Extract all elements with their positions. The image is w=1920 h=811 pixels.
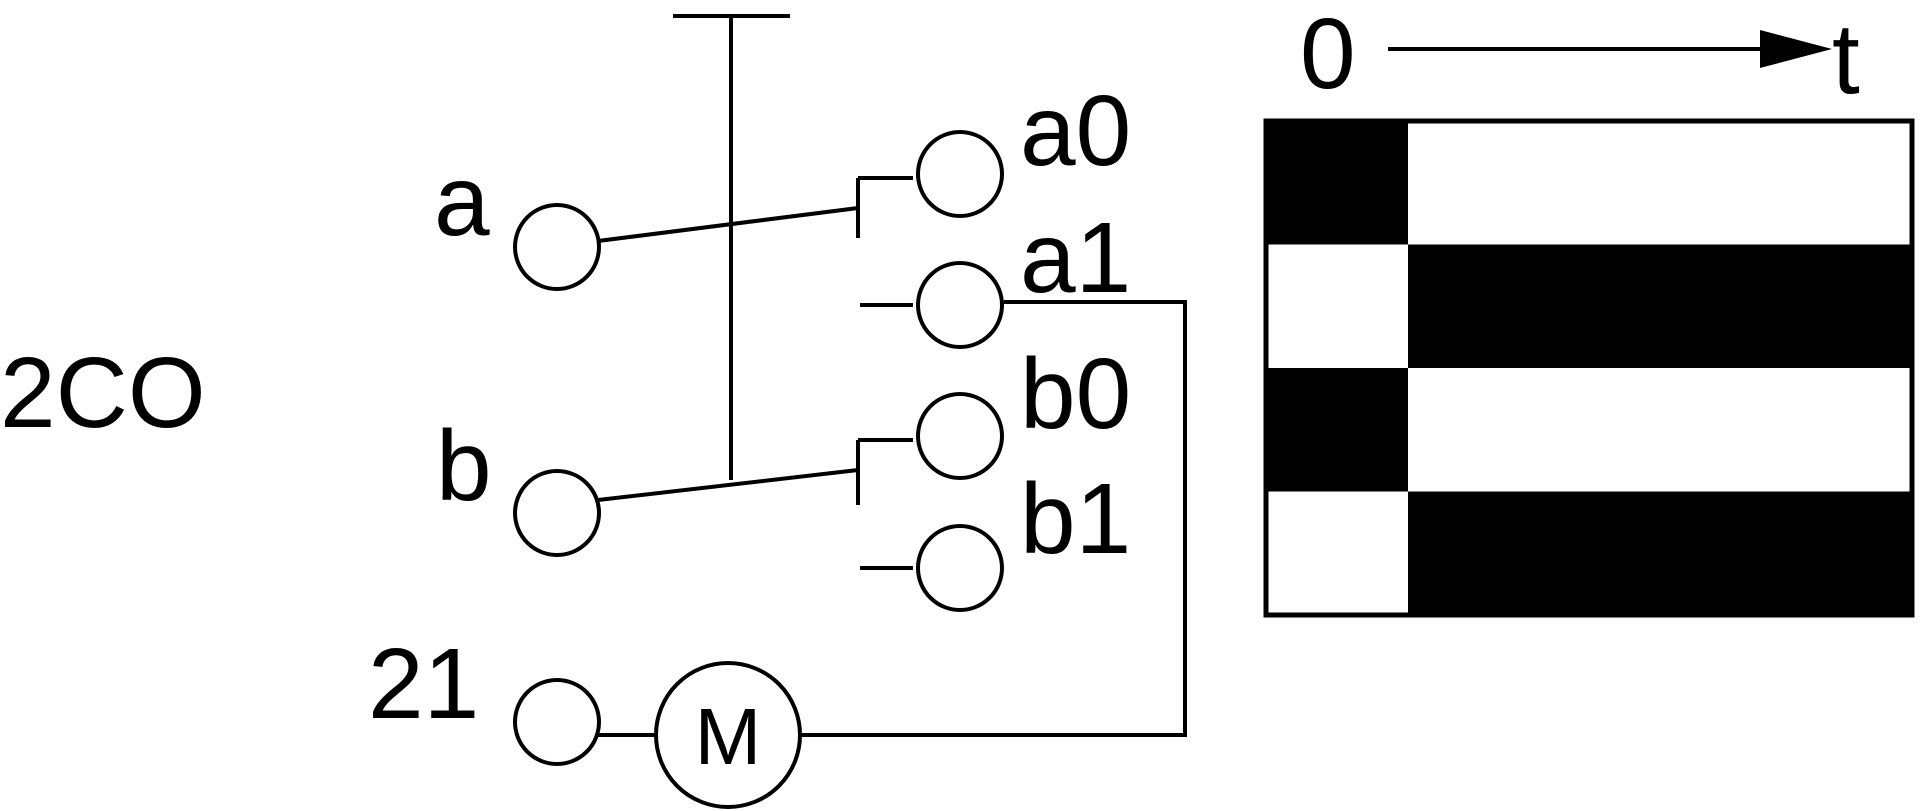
timing-bar-a0-phase2	[1408, 121, 1912, 245]
terminal-b	[513, 469, 601, 557]
timing-bar-a1-phase1	[1266, 244, 1408, 368]
timing-bar-a1-phase2	[1408, 244, 1912, 368]
supply-terminal	[513, 678, 601, 766]
wire-a1-to-motor	[800, 300, 1187, 737]
terminal-a0	[916, 130, 1004, 218]
contact-label-b0: b0	[1020, 338, 1131, 450]
terminal-a1	[916, 261, 1004, 349]
switch-blade-b	[597, 468, 859, 502]
supply-terminal-label: 21	[368, 628, 479, 740]
motor-label: M	[695, 692, 762, 781]
terminal-b1	[916, 524, 1004, 612]
motor-symbol	[654, 661, 802, 809]
terminal-label-a: a	[434, 145, 490, 257]
time-axis-start-label: 0	[1300, 0, 1356, 110]
timing-chart-frame	[1263, 118, 1915, 618]
timing-bar-b1-phase1	[1266, 491, 1408, 615]
timing-bar-b1-phase2	[1408, 491, 1912, 615]
timing-bar-a0-phase1	[1266, 121, 1408, 245]
switch-blade-a	[597, 206, 859, 243]
time-axis-arrowhead	[1760, 30, 1832, 68]
terminal-b0	[916, 392, 1004, 480]
contact-label-a1: a1	[1020, 202, 1131, 314]
timing-chart	[1266, 121, 1912, 615]
contact-label-a0: a0	[1020, 75, 1131, 187]
timing-bar-b0-phase1	[1266, 368, 1408, 492]
timing-bar-b0-phase2	[1408, 368, 1912, 492]
time-axis-end-label: t	[1832, 3, 1860, 115]
terminal-a	[513, 203, 601, 291]
model-label: 2CO	[0, 337, 206, 449]
terminal-label-b: b	[436, 410, 492, 522]
contact-label-b1: b1	[1020, 463, 1131, 575]
